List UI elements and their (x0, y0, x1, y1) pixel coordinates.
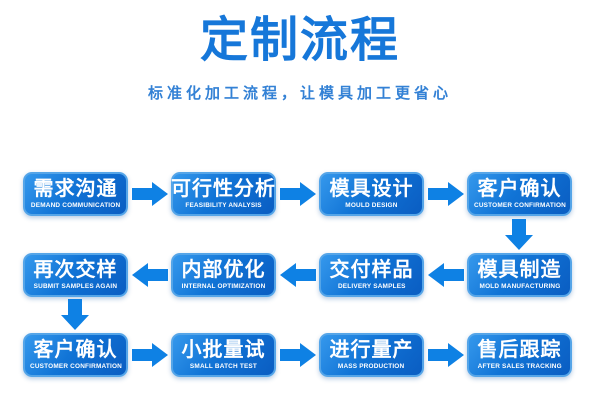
flow-step-feasibility-analysis: 可行性分析 FEASIBILITY ANALYSIS (171, 172, 276, 216)
page-subtitle: 标准化加工流程，让模具加工更省心 (147, 85, 452, 102)
step-title: 进行量产 (329, 339, 414, 361)
step-subtitle: CUSTOMER CONFIRMATION (473, 202, 566, 209)
flow-step-demand-communication: 需求沟通 DEMAND COMMUNICATION (23, 172, 128, 216)
step-title: 交付样品 (329, 259, 414, 281)
step-subtitle: DELIVERY SAMPLES (337, 283, 406, 290)
arrow-right-icon (128, 181, 171, 207)
step-title: 再次交样 (33, 259, 118, 281)
flow-step-small-batch-test: 小批量试 SMALL BATCH TEST (171, 333, 276, 377)
arrow-right-icon (276, 342, 319, 368)
step-title: 模具制造 (477, 259, 562, 281)
flow-step-customer-confirmation-1: 客户确认 CUSTOMER CONFIRMATION (467, 172, 572, 216)
arrow-right-icon (424, 342, 467, 368)
flow-step-after-sales-tracking: 售后跟踪 AFTER SALES TRACKING (467, 333, 572, 377)
step-title: 模具设计 (329, 178, 414, 200)
step-title: 客户确认 (477, 178, 562, 200)
arrow-left-icon (128, 262, 171, 288)
step-title: 售后跟踪 (477, 339, 562, 361)
arrow-right-icon (128, 342, 171, 368)
flow-step-mass-production: 进行量产 MASS PRODUCTION (319, 333, 424, 377)
flow-step-delivery-samples: 交付样品 DELIVERY SAMPLES (319, 253, 424, 297)
step-title: 小批量试 (181, 339, 266, 361)
arrow-down-icon (504, 219, 534, 251)
step-subtitle: FEASIBILITY ANALYSIS (185, 202, 262, 209)
step-subtitle: CUSTOMER CONFIRMATION (29, 363, 122, 370)
step-subtitle: MASS PRODUCTION (338, 363, 405, 370)
flow-step-internal-optimization: 内部优化 INTERNAL OPTIMIZATION (171, 253, 276, 297)
arrow-right-icon (276, 181, 319, 207)
flow-step-mould-design: 模具设计 MOULD DESIGN (319, 172, 424, 216)
flow-row-1: 需求沟通 DEMAND COMMUNICATION 可行性分析 FEASIBIL… (23, 171, 572, 217)
step-title: 可行性分析 (171, 178, 276, 200)
step-title: 客户确认 (33, 339, 118, 361)
flow-step-mold-manufacturing: 模具制造 MOLD MANUFACTURING (467, 253, 572, 297)
arrow-down-icon (60, 299, 90, 331)
flow-row-2: 再次交样 SUBMIT SAMPLES AGAIN 内部优化 INTERNAL … (23, 252, 572, 298)
step-title: 内部优化 (181, 259, 266, 281)
flow-step-submit-samples-again: 再次交样 SUBMIT SAMPLES AGAIN (23, 253, 128, 297)
flow-row-3: 客户确认 CUSTOMER CONFIRMATION 小批量试 SMALL BA… (23, 332, 572, 378)
page-title: 定制流程 (199, 14, 400, 67)
arrow-right-icon (424, 181, 467, 207)
flow-step-customer-confirmation-2: 客户确认 CUSTOMER CONFIRMATION (23, 333, 128, 377)
step-subtitle: SUBMIT SAMPLES AGAIN (33, 283, 118, 290)
arrow-left-icon (424, 262, 467, 288)
step-subtitle: MOULD DESIGN (345, 202, 398, 209)
step-subtitle: INTERNAL OPTIMIZATION (181, 283, 266, 290)
step-subtitle: SMALL BATCH TEST (189, 363, 258, 370)
arrow-left-icon (276, 262, 319, 288)
step-subtitle: AFTER SALES TRACKING (477, 363, 562, 370)
step-title: 需求沟通 (33, 178, 118, 200)
step-subtitle: DEMAND COMMUNICATION (30, 202, 121, 209)
step-subtitle: MOLD MANUFACTURING (479, 283, 560, 290)
